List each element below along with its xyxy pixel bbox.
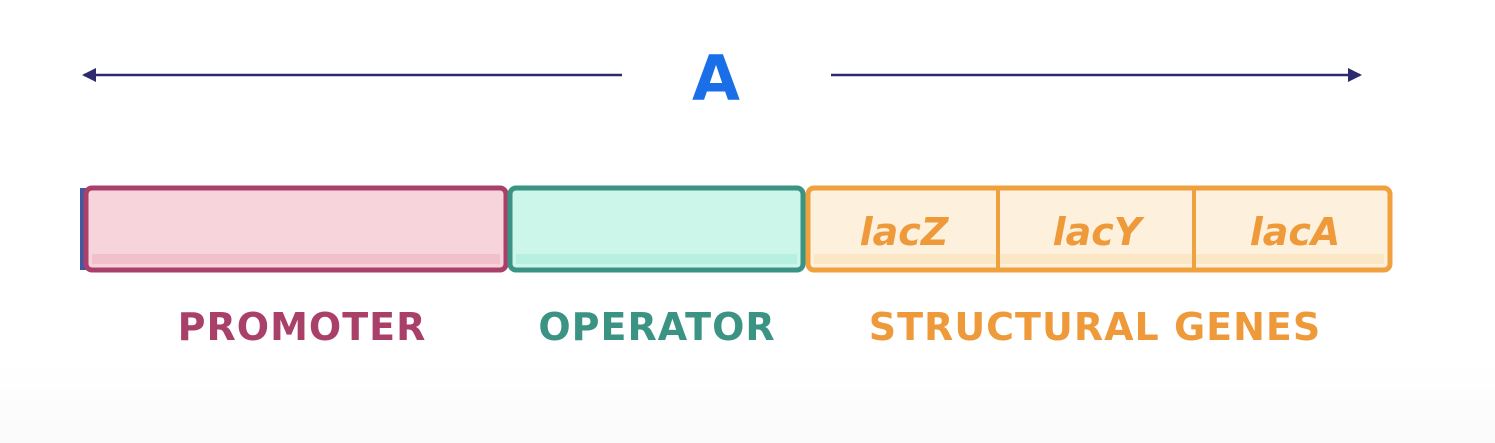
gene-label-laca: lacA [1250,210,1341,254]
promoter-label: PROMOTER [178,305,427,349]
structural-genes-box [805,185,1393,273]
promoter-shade [92,254,500,264]
operator-shade [516,254,797,264]
structural-genes-region: lacZ lacY lacA STRUCTURAL GENES [805,185,1393,349]
operator-box [507,185,806,273]
operator-label: OPERATOR [538,305,775,349]
structural-genes-shade [814,254,1384,264]
promoter-region: PROMOTER [83,185,509,349]
span-label: A [692,42,740,115]
promoter-box [83,185,509,273]
gene-label-lacz: lacZ [860,210,950,254]
structural-genes-label: STRUCTURAL GENES [869,305,1321,349]
span-arrow: A [82,42,1362,115]
operator-region: OPERATOR [507,185,806,349]
gene-label-lacy: lacY [1053,210,1145,254]
